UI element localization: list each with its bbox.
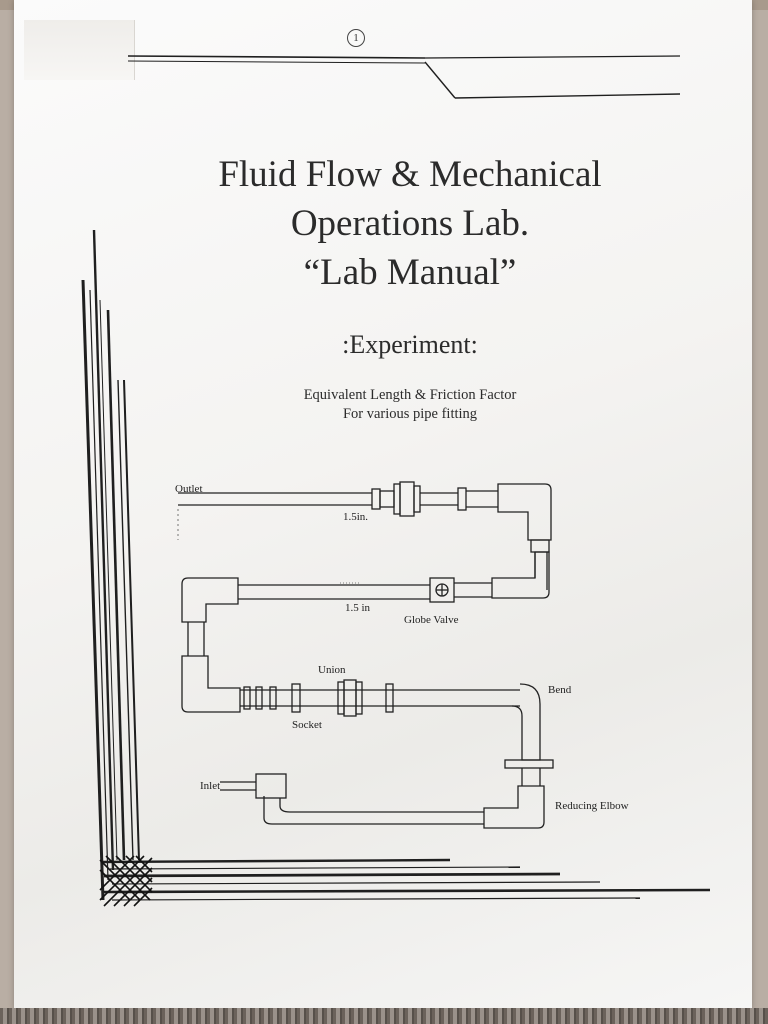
corner-crosshatch — [99, 855, 153, 907]
title-line-3: “Lab Manual” — [303, 252, 517, 293]
label-outlet: Outlet — [175, 483, 203, 495]
label-socket: Socket — [292, 719, 322, 731]
experiment-heading: :Experiment: — [342, 330, 478, 359]
subtitle-line-2: For various pipe fitting — [342, 406, 478, 422]
label-reducing-elbow: Reducing Elbow — [555, 800, 629, 812]
subtitle-line-1: Equivalent Length & Friction Factor — [303, 387, 517, 403]
page-number-mark: 1 — [347, 29, 365, 47]
label-length-top: 1.5in. — [343, 511, 369, 523]
label-bend: Bend — [548, 684, 572, 696]
paper-fold-corner — [24, 20, 135, 80]
page-title: Fluid Flow & Mechanical Operations Lab. … — [130, 150, 690, 297]
label-globe-valve: Globe Valve — [404, 614, 459, 626]
paper-sheet — [14, 0, 752, 1010]
title-line-1: Fluid Flow & Mechanical — [218, 154, 602, 195]
label-length-middle: 1.5 in — [345, 602, 371, 614]
label-union: Union — [318, 664, 346, 676]
title-line-2: Operations Lab. — [290, 203, 530, 244]
label-inlet: Inlet — [200, 780, 221, 792]
photo-background-bottom — [0, 1008, 768, 1024]
experiment-subtitle: Equivalent Length & Friction Factor For … — [230, 386, 590, 424]
